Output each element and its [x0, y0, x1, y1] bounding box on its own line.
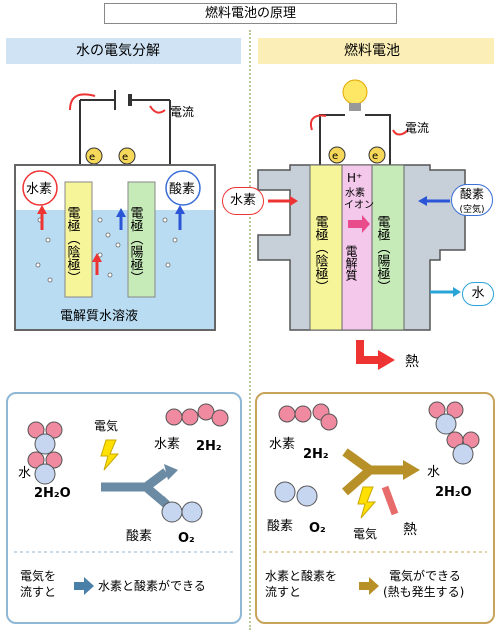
header-electrolysis: 水の電気分解 — [6, 38, 241, 64]
center-divider — [249, 30, 251, 630]
fuel-cell-reaction-panel — [255, 392, 495, 624]
svg-text:O₂: O₂ — [178, 531, 195, 546]
svg-text:電気: 電気 — [94, 418, 118, 433]
svg-text:電解質: 電解質 — [344, 245, 358, 282]
svg-text:電極（陰極）: 電極（陰極） — [313, 215, 329, 293]
current-label: 電流 — [170, 105, 194, 119]
electrolysis-reaction-panel — [6, 392, 242, 624]
header-fuel-cell: 燃料電池 — [258, 38, 494, 64]
svg-text:電流: 電流 — [405, 121, 429, 135]
anode — [371, 164, 405, 331]
svg-text:2H₂O: 2H₂O — [435, 485, 472, 500]
svg-text:酸素: 酸素 — [169, 182, 195, 197]
svg-text:2H₂: 2H₂ — [196, 439, 222, 454]
svg-text:水素: 水素 — [269, 437, 295, 452]
cathode — [64, 181, 93, 298]
svg-text:水素と酸素ができる: 水素と酸素ができる — [98, 578, 206, 593]
svg-text:イオン: イオン — [344, 199, 374, 211]
svg-text:e: e — [89, 152, 95, 163]
svg-text:水素: 水素 — [154, 437, 180, 452]
svg-text:水: 水 — [18, 466, 31, 481]
svg-text:2H₂O: 2H₂O — [34, 486, 71, 501]
svg-text:電気ができる: 電気ができる — [389, 568, 461, 583]
svg-text:水素: 水素 — [26, 182, 52, 197]
svg-text:e: e — [122, 152, 128, 163]
svg-text:酸素: 酸素 — [126, 529, 152, 544]
svg-text:水素: 水素 — [345, 186, 365, 199]
svg-text:電気: 電気 — [353, 526, 377, 541]
svg-text:熱: 熱 — [405, 354, 419, 370]
svg-text:酸素: 酸素 — [267, 519, 293, 534]
hydrogen-circle — [22, 170, 58, 206]
svg-text:H⁺: H⁺ — [347, 171, 362, 185]
electrolysis-reaction: 水 2H₂O 電気 水素 2H₂ 酸素 O₂ 電気を 流すと 水素と酸素ができる — [14, 403, 234, 599]
svg-text:電気を: 電気を — [20, 568, 56, 583]
svg-text:流すと: 流すと — [265, 585, 301, 599]
svg-text:2H₂: 2H₂ — [303, 447, 329, 462]
fuel-cell-diagram: 電流 e e 電極（陰極） 電極（陽極） H⁺ 水素 イオン 電解質 熱 — [257, 79, 466, 370]
light-bulb-icon — [342, 79, 368, 105]
water-output-label: 水 — [462, 282, 494, 306]
anode — [127, 181, 156, 298]
electrolysis-diagram: 電流 e e 電極（陰極） 電極（陽極） 水素 酸素 電解質水溶液 — [14, 90, 216, 331]
svg-text:電極（陰極）: 電極（陰極） — [65, 206, 81, 284]
svg-text:流すと: 流すと — [20, 585, 56, 599]
hydrogen-input-label: 水素 — [222, 187, 264, 215]
oxygen-input-label: 酸素(空気) — [451, 184, 493, 216]
current-arrow-left — [69, 93, 96, 111]
svg-text:電極（陽極）: 電極（陽極） — [128, 206, 144, 284]
svg-text:e: e — [332, 151, 338, 162]
page-title: 燃料電池の原理 — [104, 3, 397, 24]
svg-text:O₂: O₂ — [309, 521, 326, 536]
svg-text:e: e — [372, 151, 378, 162]
svg-text:水: 水 — [427, 465, 440, 480]
solution-label: 電解質水溶液 — [60, 309, 138, 324]
oxygen-circle — [165, 170, 201, 206]
svg-text:電極（陽極）: 電極（陽極） — [375, 215, 391, 293]
svg-text:熱: 熱 — [403, 522, 417, 538]
fuel-cell-reaction: 水素 2H₂ 酸素 O₂ 電気 熱 水 2H₂O 水素と酸素を 流すと 電気がで… — [263, 401, 487, 599]
svg-text:(熱も発生する): (熱も発生する) — [383, 585, 464, 599]
electrolyte — [341, 164, 373, 331]
svg-text:水素と酸素を: 水素と酸素を — [265, 568, 337, 583]
